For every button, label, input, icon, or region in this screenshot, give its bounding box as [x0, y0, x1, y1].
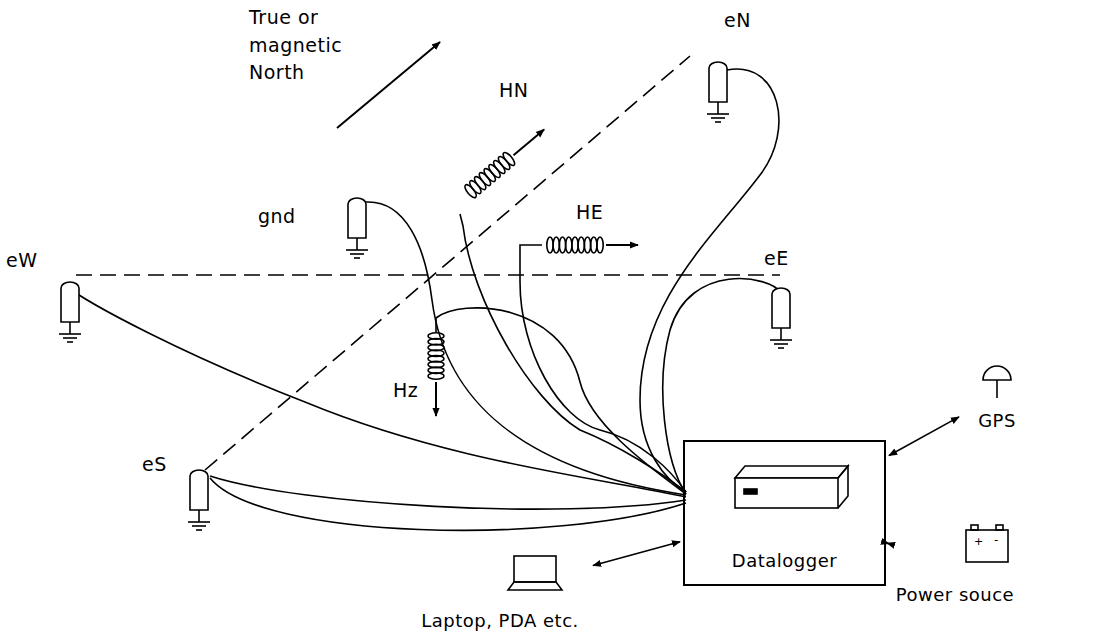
power-node: Power souce	[890, 520, 1020, 606]
induction-coil	[463, 123, 549, 199]
sensor-label: eS	[142, 452, 167, 477]
electrode-symbol	[188, 470, 210, 530]
cable-bundle	[63, 69, 781, 530]
node-label: GPS	[962, 410, 1032, 432]
node-label: Power souce	[890, 584, 1020, 606]
electrode-symbol	[707, 62, 729, 122]
electrode-symbol	[770, 288, 792, 348]
data-link-arrow	[889, 417, 959, 456]
datalogger-box: Datalogger	[683, 440, 886, 586]
laptop-icon	[508, 556, 562, 590]
datalogger-unit	[735, 466, 848, 508]
data-link-arrow	[593, 542, 680, 566]
ns-dipole-line	[205, 56, 690, 470]
electrode-symbol	[346, 198, 368, 258]
laptop-node: Laptop, PDA etc.	[410, 550, 590, 632]
sensor-label: eN	[724, 8, 751, 33]
node-label: Laptop, PDA etc.	[410, 610, 590, 632]
sensor-label: eE	[764, 246, 789, 271]
induction-coil	[428, 333, 444, 416]
induction-coil	[547, 237, 638, 253]
sensor-label: Hz	[393, 378, 418, 403]
battery-icon	[966, 525, 1008, 562]
sensor-label: gnd	[258, 204, 296, 229]
gps-node: GPS	[962, 360, 1032, 432]
north-arrow	[337, 42, 440, 128]
sensor-label: HN	[499, 78, 529, 103]
polarity-mark: +	[974, 536, 984, 547]
node-label: Datalogger	[685, 550, 884, 572]
north-label: True or magnetic North	[249, 4, 359, 87]
gps-antenna	[983, 366, 1011, 398]
sensor-label: HE	[576, 200, 603, 225]
data-link-arrow	[887, 542, 889, 544]
sensor-label: eW	[6, 248, 37, 273]
polarity-mark: -	[994, 534, 999, 546]
electrode-symbol	[59, 282, 81, 342]
